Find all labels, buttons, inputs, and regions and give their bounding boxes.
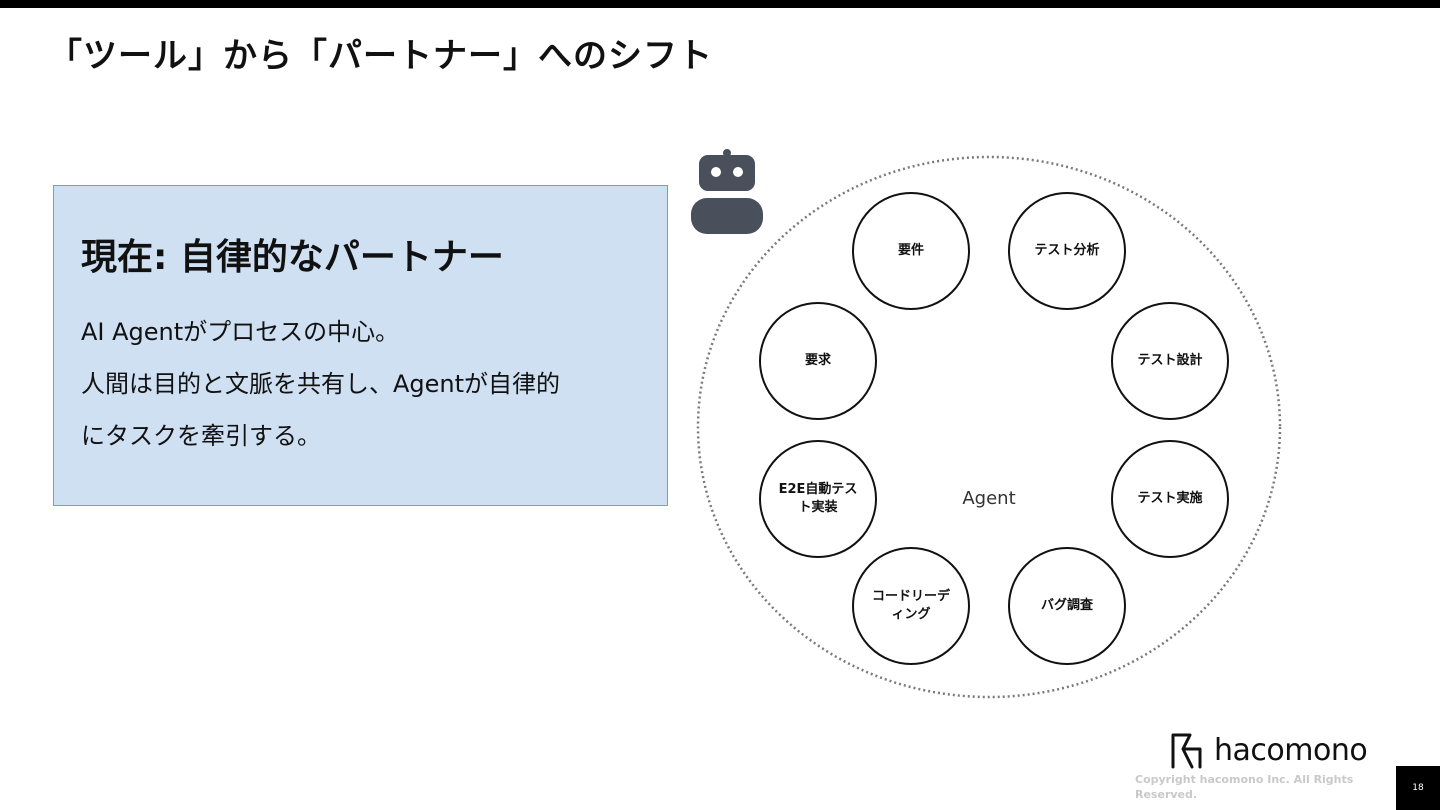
outer-dotted-circle xyxy=(696,155,1282,699)
hacomono-logo: hacomono xyxy=(1170,731,1368,771)
node-label: コードリーディング xyxy=(871,589,950,622)
top-bar xyxy=(0,0,1440,8)
hacomono-logo-icon xyxy=(1171,733,1202,769)
node-label: 要件 xyxy=(897,243,924,258)
page-number: 18 xyxy=(1396,766,1440,810)
node-test-execution: テスト実施 xyxy=(1111,440,1229,558)
agent-cycle-diagram: 要件 テスト分析 テスト設計 テスト実施 バグ調査 コードリーディング E2E自… xyxy=(690,148,1290,708)
node-test-design: テスト設計 xyxy=(1111,302,1229,420)
node-label: E2E自動テスト実装 xyxy=(778,482,858,515)
node-label: テスト分析 xyxy=(1034,243,1100,258)
slide-title: 「ツール」から「パートナー」へのシフト xyxy=(48,36,713,76)
panel-line: AI Agentがプロセスの中心。 xyxy=(81,318,400,346)
robot-icon xyxy=(691,149,763,234)
node-e2e-automation: E2E自動テスト実装 xyxy=(759,440,877,558)
agent-label: Agent xyxy=(962,488,1016,509)
node-label: バグ調査 xyxy=(1040,598,1093,613)
node-requirements: 要件 xyxy=(852,192,970,310)
node-test-analysis: テスト分析 xyxy=(1008,192,1126,310)
current-state-panel: 現在: 自律的なパートナー AI Agentがプロセスの中心。 人間は目的と文脈… xyxy=(53,185,668,506)
copyright-text: Copyright hacomono Inc. All Rights Reser… xyxy=(1135,773,1354,801)
node-label: 要求 xyxy=(804,353,831,368)
panel-body: AI Agentがプロセスの中心。 人間は目的と文脈を共有し、Agentが自律的… xyxy=(81,306,641,462)
panel-line: にタスクを牽引する。 xyxy=(81,422,321,450)
logo-text: hacomono xyxy=(1214,733,1368,768)
node-label: テスト実施 xyxy=(1137,491,1203,506)
node-label: テスト設計 xyxy=(1137,353,1203,368)
node-code-reading: コードリーディング xyxy=(852,547,970,665)
panel-heading: 現在: 自律的なパートナー xyxy=(81,237,504,278)
node-request: 要求 xyxy=(759,302,877,420)
panel-line: 人間は目的と文脈を共有し、Agentが自律的 xyxy=(81,370,561,398)
node-bug-investigation: バグ調査 xyxy=(1008,547,1126,665)
